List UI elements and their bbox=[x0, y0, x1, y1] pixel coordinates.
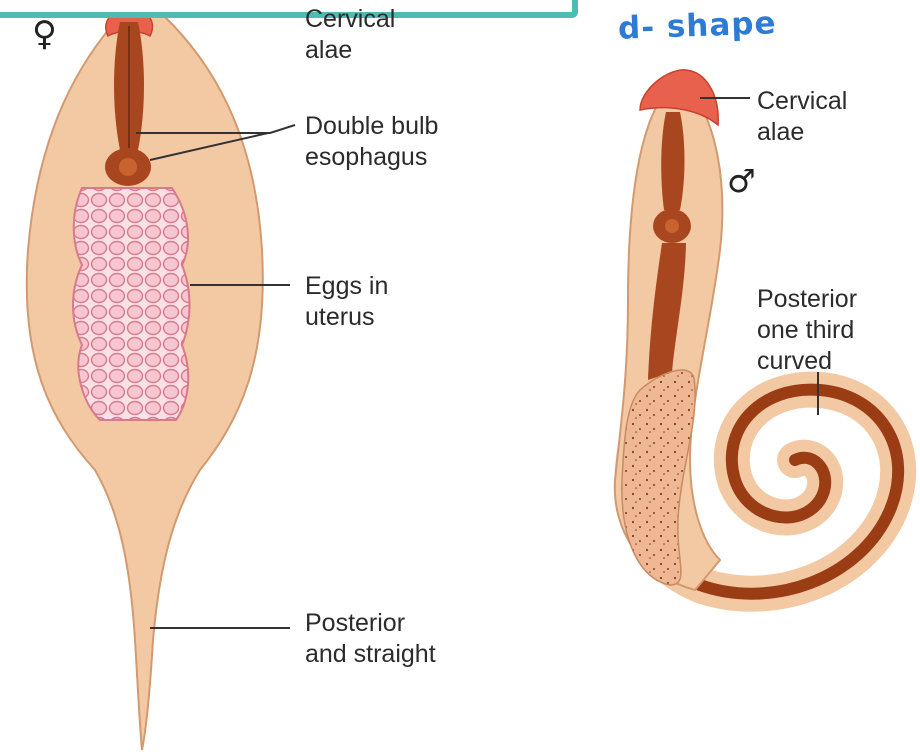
female-label-cervical-alae: Cervical alae bbox=[305, 4, 395, 66]
female-label-eggs: Eggs in uterus bbox=[305, 271, 388, 333]
male-symbol-icon: ♂ bbox=[727, 162, 756, 200]
male-label-posterior: Posterior one third curved bbox=[757, 284, 857, 377]
male-label-cervical-alae: Cervical alae bbox=[757, 86, 847, 148]
female-label-double-bulb: Double bulb esophagus bbox=[305, 111, 438, 173]
female-label-posterior: Posterior and straight bbox=[305, 608, 436, 670]
female-worm bbox=[27, 8, 263, 750]
female-symbol-icon: ♀ bbox=[32, 14, 57, 54]
female-uterus-eggs bbox=[73, 188, 190, 420]
top-banner-overlay bbox=[0, 0, 578, 18]
handwritten-note: d- shape bbox=[617, 5, 777, 47]
male-esophagus bbox=[661, 112, 684, 210]
